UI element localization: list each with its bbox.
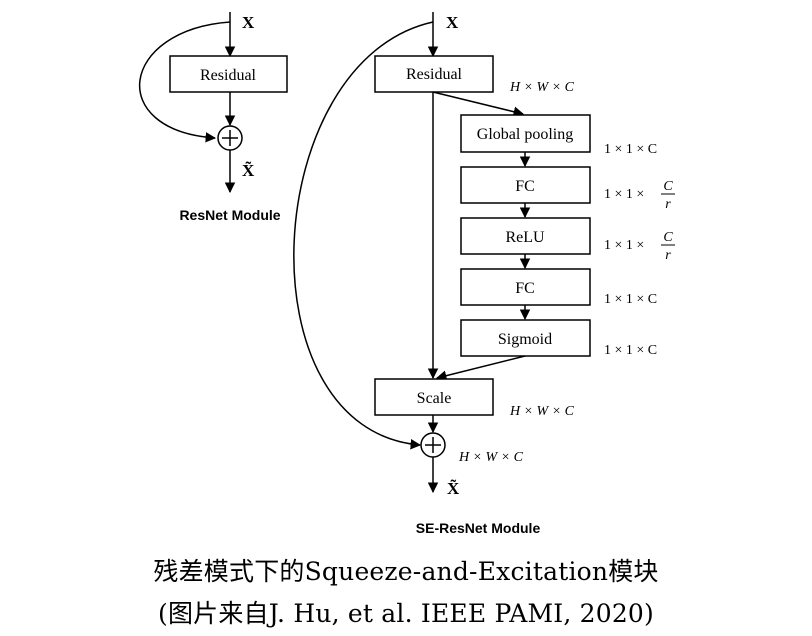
resnet-residual-label: Residual (200, 67, 257, 84)
se-global-pooling-label: Global pooling (477, 126, 573, 143)
svg-text:r: r (665, 197, 671, 212)
resnet-sum-node (217, 125, 243, 151)
caption-title: 残差模式下的Squeeze-and-Excitation模块 (153, 557, 659, 586)
se-resnet-module: X Residual H × W × C Global pooling 1 × … (293, 12, 675, 536)
resnet-module-label: ResNet Module (179, 207, 280, 223)
resnet-module: X Residual X̃ ResNet Module (139, 12, 288, 223)
se-output-label: X̃ (447, 478, 460, 498)
se-sum-dim: H × W × C (458, 450, 524, 465)
se-skip-connection (293, 21, 434, 450)
se-module-label: SE-ResNet Module (416, 520, 541, 536)
se-relu-label: ReLU (505, 229, 545, 246)
svg-text:r: r (665, 248, 671, 263)
se-branch-arrow (432, 91, 525, 117)
se-scale-box (374, 378, 494, 416)
se-fc2-dim: 1 × 1 × C (604, 292, 657, 307)
se-fc2-box (460, 268, 591, 306)
se-fc2-label: FC (515, 280, 535, 297)
se-fc1-dim: 1 × 1 × C r (604, 179, 675, 212)
se-residual-box (374, 55, 494, 93)
se-sigmoid-label: Sigmoid (498, 331, 552, 348)
se-sigmoid-box (460, 319, 591, 357)
caption-source: (图片来自J. Hu, et al. IEEE PAMI, 2020) (157, 599, 654, 628)
svg-text:C: C (663, 179, 673, 194)
resnet-input-label: X (242, 13, 255, 32)
se-scale-label: Scale (417, 390, 452, 407)
svg-text:1 × 1 ×: 1 × 1 × (604, 187, 644, 202)
resnet-residual-box (169, 55, 288, 93)
se-fc1-box (460, 166, 591, 204)
se-input-label: X (446, 13, 459, 32)
se-global-pooling-dim: 1 × 1 × C (604, 142, 657, 157)
resnet-output-label: X̃ (242, 160, 255, 180)
se-sigmoid-dim: 1 × 1 × C (604, 343, 657, 358)
se-scale-dim: H × W × C (509, 404, 575, 419)
se-resnet-diagram: X Residual X̃ ResNet Module X Residual H… (139, 12, 675, 536)
se-relu-dim: 1 × 1 × C r (604, 230, 675, 263)
resnet-skip-connection (139, 21, 231, 143)
se-sum-node (420, 432, 446, 458)
se-fc1-label: FC (515, 178, 535, 195)
se-residual-label: Residual (406, 66, 463, 83)
svg-text:1 × 1 ×: 1 × 1 × (604, 238, 644, 253)
se-sigmoid-to-scale-arrow (435, 355, 526, 381)
se-residual-dim: H × W × C (509, 80, 575, 95)
svg-text:C: C (663, 230, 673, 245)
